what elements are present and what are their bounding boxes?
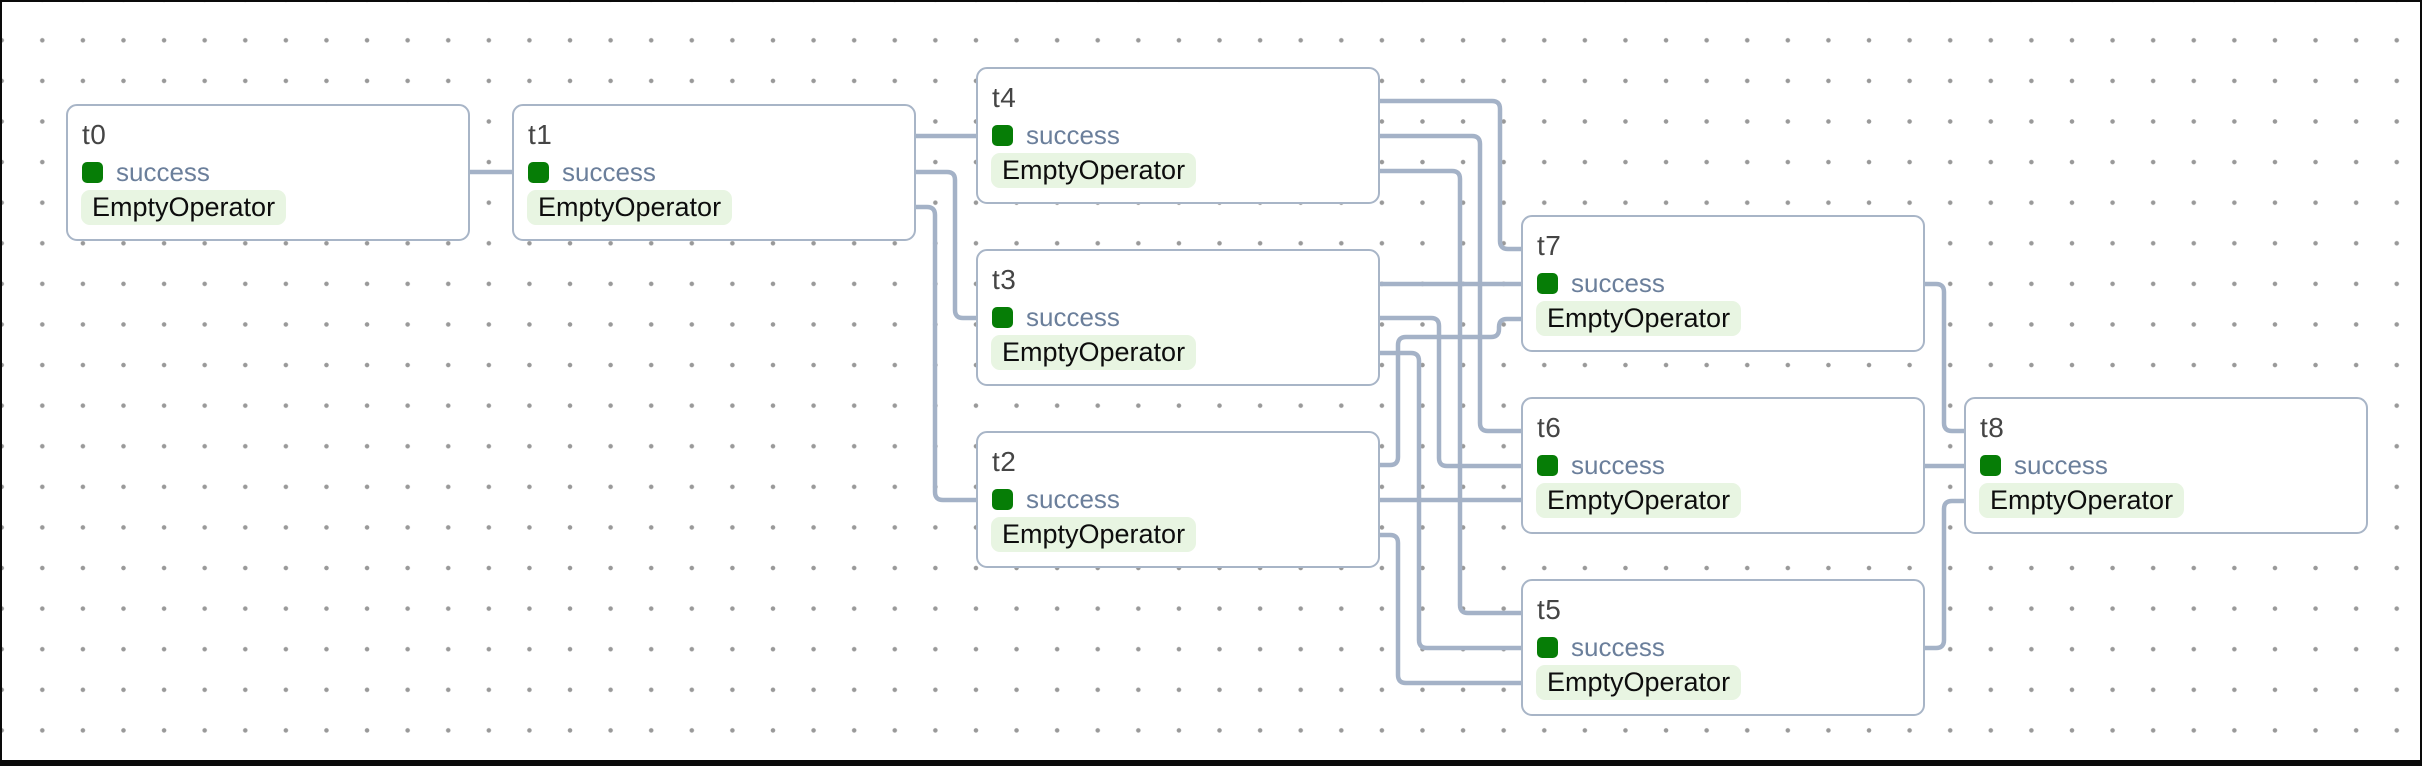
status-label: success (2014, 450, 2108, 480)
task-status-row: success (1980, 450, 2352, 480)
task-title: t3 (992, 264, 1017, 295)
edge-t4-t7 (1380, 98, 1521, 252)
task-title: t4 (992, 82, 1017, 113)
success-status-icon (992, 306, 1013, 328)
status-label: success (562, 157, 656, 187)
status-label: success (1026, 120, 1120, 150)
operator-badge: EmptyOperator (1536, 483, 1742, 518)
task-title: t6 (1537, 412, 1562, 443)
edge-t5-t8 (1925, 498, 1964, 651)
success-status-icon (1537, 272, 1558, 294)
operator-badge: EmptyOperator (1536, 665, 1742, 700)
task-status-row: success (1537, 632, 1909, 662)
status-label: success (1026, 484, 1120, 514)
task-title: t2 (992, 446, 1017, 477)
operator-badge: EmptyOperator (991, 517, 1197, 552)
status-label: success (1026, 302, 1120, 332)
status-label: success (116, 157, 210, 187)
task-title: t5 (1537, 594, 1562, 625)
operator-badge: EmptyOperator (1536, 301, 1742, 336)
status-label: success (1571, 450, 1665, 480)
task-status-row: success (992, 484, 1364, 514)
task-status-row: success (82, 157, 454, 187)
task-status-row: success (992, 120, 1364, 150)
task-title: t8 (1980, 412, 2005, 443)
task-title: t1 (528, 119, 553, 150)
operator-badge: EmptyOperator (991, 335, 1197, 370)
edge-t1-t2 (916, 204, 976, 503)
success-status-icon (82, 161, 103, 183)
edge-t4-t5 (1380, 168, 1521, 616)
edge-t3-t6 (1380, 315, 1521, 469)
success-status-icon (992, 124, 1013, 146)
edge-t1-t3 (916, 169, 976, 321)
edge-t7-t8 (1925, 281, 1964, 434)
task-status-row: success (528, 157, 900, 187)
status-label: success (1571, 632, 1665, 662)
task-title: t7 (1537, 230, 1562, 261)
operator-badge: EmptyOperator (527, 190, 733, 225)
operator-badge: EmptyOperator (81, 190, 287, 225)
success-status-icon (528, 161, 549, 183)
task-title: t0 (82, 119, 107, 150)
task-status-row: success (1537, 268, 1909, 298)
success-status-icon (992, 488, 1013, 510)
task-status-row: success (992, 302, 1364, 332)
success-status-icon (1537, 636, 1558, 658)
operator-badge: EmptyOperator (991, 153, 1197, 188)
success-status-icon (1537, 454, 1558, 476)
edge-t2-t7 (1380, 316, 1521, 468)
task-status-row: success (1537, 450, 1909, 480)
status-label: success (1571, 268, 1665, 298)
success-status-icon (1980, 454, 2001, 476)
operator-badge: EmptyOperator (1979, 483, 2185, 518)
edge-t2-t5 (1380, 532, 1521, 686)
